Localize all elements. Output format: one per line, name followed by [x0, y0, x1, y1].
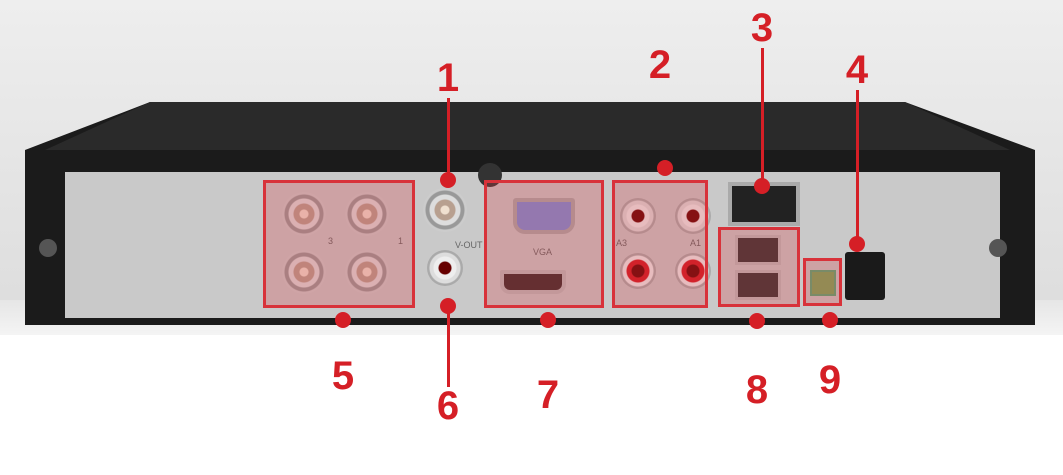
- callout-line-3: [761, 48, 764, 186]
- callout-number-4: 4: [845, 48, 869, 92]
- vga-port: [513, 198, 575, 234]
- callout-number-1: 1: [436, 56, 460, 100]
- screw-left: [39, 239, 57, 257]
- highlight-video-in: [263, 180, 415, 308]
- callout-dot-9: [822, 312, 838, 328]
- highlight-vga-hdmi: [484, 180, 604, 308]
- callout-number-3: 3: [750, 6, 774, 50]
- a1-label: A1: [690, 238, 702, 248]
- chassis-top: [45, 102, 1010, 150]
- a3-label: A3: [616, 238, 628, 248]
- bnc-connector: [282, 192, 326, 236]
- highlight-audio: [612, 180, 708, 308]
- highlight-rs485: [803, 258, 842, 306]
- callout-dot-4: [849, 236, 865, 252]
- callout-line-6: [447, 305, 450, 387]
- callout-dot-8: [749, 313, 765, 329]
- callout-number-7: 7: [536, 373, 560, 417]
- callout-dot-6: [440, 298, 456, 314]
- audio-out-rca: [427, 250, 463, 286]
- usb-port: [735, 235, 781, 265]
- channel-3-label: 3: [328, 236, 334, 246]
- channel-1-label: 1: [398, 236, 404, 246]
- vga-label: VGA: [533, 247, 553, 257]
- power-jack: [845, 252, 885, 300]
- callout-number-2: 2: [648, 43, 672, 87]
- highlight-usb: [718, 227, 800, 307]
- audio-rca-red: [620, 253, 656, 289]
- callout-dot-5: [335, 312, 351, 328]
- callout-dot-7: [540, 312, 556, 328]
- bnc-connector: [345, 192, 389, 236]
- vout-label: V-OUT: [455, 240, 483, 250]
- vout-bnc-connector: [423, 188, 467, 232]
- callout-line-1: [447, 98, 450, 180]
- callout-number-9: 9: [818, 358, 842, 402]
- callout-dot-3: [754, 178, 770, 194]
- callout-line-4: [856, 90, 859, 242]
- screw-right: [989, 239, 1007, 257]
- hdmi-port: [500, 270, 566, 294]
- bnc-connector: [282, 250, 326, 294]
- rs485-terminal: [810, 270, 836, 296]
- bnc-connector: [345, 250, 389, 294]
- callout-number-6: 6: [436, 384, 460, 428]
- usb-port: [735, 270, 781, 300]
- callout-number-5: 5: [331, 354, 355, 398]
- callout-dot-1: [440, 172, 456, 188]
- audio-rca-white: [620, 198, 656, 234]
- callout-dot-2: [657, 160, 673, 176]
- callout-number-8: 8: [745, 368, 769, 412]
